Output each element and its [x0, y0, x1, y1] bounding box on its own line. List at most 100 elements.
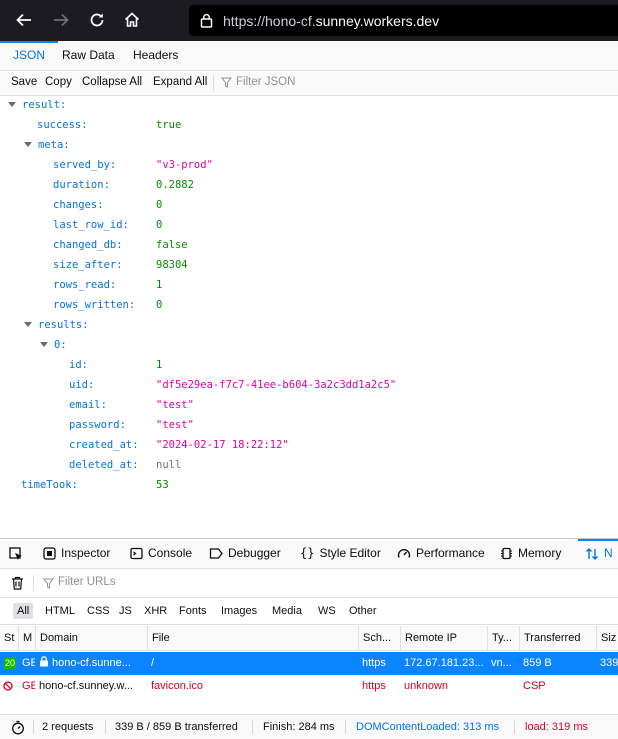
tree-row-success[interactable]: success:true — [37, 115, 337, 135]
tab-style-editor[interactable]: {}Style Editor — [300, 539, 381, 568]
table-row[interactable]: 20 GE hono-cf.sunne... / https 172.67.18… — [0, 652, 618, 675]
network-filter-bar: Filter URLs — [0, 569, 618, 598]
json-value: 1 — [156, 279, 163, 291]
column-size[interactable]: Siz — [596, 626, 618, 650]
expand-all-button[interactable]: Expand All — [153, 76, 208, 88]
type-filter-media[interactable]: Media — [272, 605, 302, 617]
type-filter-all[interactable]: All — [13, 603, 34, 619]
status-badge: 20 — [4, 657, 17, 669]
status-cell: 20 — [4, 652, 18, 675]
home-button[interactable] — [120, 8, 144, 32]
blocked-icon — [3, 681, 13, 691]
tab-console[interactable]: Console — [130, 539, 192, 568]
back-arrow-icon — [16, 13, 31, 27]
tree-row-served-by[interactable]: served_by:"v3-prod" — [53, 155, 353, 175]
trash-icon[interactable] — [11, 576, 24, 590]
tree-row-results[interactable]: results: — [24, 315, 89, 335]
copy-button[interactable]: Copy — [45, 76, 72, 88]
url-domain: sunney.workers.dev — [315, 13, 440, 29]
table-row[interactable]: GE hono-cf.sunney.w... favicon.ico https… — [0, 675, 618, 698]
tree-row-meta[interactable]: meta: — [24, 135, 70, 155]
inspector-icon — [43, 547, 56, 560]
type-filter-js[interactable]: JS — [119, 605, 132, 617]
json-value: "test" — [156, 419, 194, 431]
tree-row-last-row-id[interactable]: last_row_id:0 — [53, 215, 353, 235]
type-filter-ws[interactable]: WS — [318, 605, 336, 617]
url-prefix: https://hono-cf. — [223, 13, 316, 29]
forward-button[interactable] — [49, 8, 73, 32]
tab-memory[interactable]: Memory — [500, 539, 561, 568]
lock-icon — [40, 656, 48, 667]
pick-element-button[interactable] — [9, 539, 23, 568]
tree-row-duration[interactable]: duration:0.2882 — [53, 175, 353, 195]
column-type[interactable]: Ty... — [487, 626, 519, 650]
json-key: password: — [69, 419, 126, 431]
column-remote-ip[interactable]: Remote IP — [400, 626, 487, 650]
tree-row-changes[interactable]: changes:0 — [53, 195, 353, 215]
column-transferred[interactable]: Transferred — [519, 626, 596, 650]
json-value: 1 — [156, 359, 163, 371]
tab-network[interactable]: N — [578, 539, 618, 568]
type-filter-css[interactable]: CSS — [87, 605, 110, 617]
collapse-all-button[interactable]: Collapse All — [82, 76, 143, 88]
filter-urls-input[interactable]: Filter URLs — [58, 576, 116, 588]
tree-row-rows-read[interactable]: rows_read:1 — [53, 275, 353, 295]
json-key: success: — [37, 119, 88, 131]
tab-label: Memory — [518, 546, 562, 560]
column-method[interactable]: M — [18, 626, 35, 650]
tree-row-password[interactable]: password: "test" — [69, 415, 469, 435]
tree-row-index-0[interactable]: 0: — [40, 335, 67, 355]
json-key: 0: — [54, 339, 67, 351]
column-domain[interactable]: Domain — [35, 626, 147, 650]
type-filter-fonts[interactable]: Fonts — [179, 605, 207, 617]
tree-row-timetook[interactable]: timeTook:53 — [21, 475, 321, 495]
tree-row-email[interactable]: email:"test" — [69, 395, 469, 415]
back-button[interactable] — [12, 8, 36, 32]
column-status[interactable]: St — [4, 632, 15, 644]
status-divider — [252, 720, 253, 734]
filter-icon — [221, 77, 232, 88]
column-scheme[interactable]: Sch... — [358, 626, 400, 650]
status-divider — [514, 720, 515, 734]
tree-row-size-after[interactable]: size_after: 98304 — [53, 255, 353, 275]
type-filter-html[interactable]: HTML — [45, 605, 75, 617]
stopwatch-icon[interactable] — [11, 720, 25, 735]
tree-row-uid[interactable]: uid:"df5e29ea-f7c7-41ee-b604-3a2c3dd1a2c… — [69, 375, 469, 395]
column-file[interactable]: File — [147, 626, 358, 650]
lock-icon — [200, 13, 213, 28]
performance-gauge-icon — [397, 549, 411, 559]
reload-icon — [90, 13, 104, 27]
json-value: 98304 — [156, 259, 188, 271]
tree-row-deleted-at[interactable]: deleted_at:null — [69, 455, 469, 475]
json-key: changed_db: — [53, 239, 123, 251]
transferred-cell: 859 B — [523, 657, 552, 669]
url-bar[interactable]: https://hono-cf.sunney.workers.dev — [189, 5, 618, 36]
remote-ip-cell: unknown — [404, 680, 449, 692]
json-value: "test" — [156, 399, 194, 411]
type-filter-xhr[interactable]: XHR — [144, 605, 168, 617]
tab-inspector[interactable]: Inspector — [43, 539, 110, 568]
json-key: timeTook: — [21, 479, 78, 491]
type-filter-other[interactable]: Other — [349, 605, 377, 617]
tree-row-created-at[interactable]: created_at:"2024-02-17 18:22:12" — [69, 435, 469, 455]
tree-row-id[interactable]: id:1 — [69, 355, 469, 375]
filter-json-input[interactable]: Filter JSON — [236, 76, 296, 88]
json-key: result: — [22, 99, 67, 111]
memory-chip-icon — [501, 548, 512, 560]
tab-debugger[interactable]: Debugger — [209, 539, 281, 568]
tree-row-changed-db[interactable]: changed_db:false — [53, 235, 353, 255]
tree-row-result[interactable]: result: — [8, 95, 66, 115]
tree-row-rows-written[interactable]: rows_written:0 — [53, 295, 353, 315]
transferred-summary: 339 B / 859 B transferred — [115, 721, 238, 733]
tab-raw-data[interactable]: Raw Data — [62, 48, 115, 62]
json-key: size_after: — [53, 259, 123, 271]
tab-performance[interactable]: Performance — [397, 539, 485, 568]
remote-ip-cell: 172.67.181.23... — [404, 657, 484, 669]
expanded-twisty-icon — [8, 101, 16, 107]
json-value: 0 — [156, 299, 163, 311]
reload-button[interactable] — [85, 8, 109, 32]
type-filter-images[interactable]: Images — [221, 605, 258, 617]
tab-headers[interactable]: Headers — [133, 48, 179, 62]
save-button[interactable]: Save — [11, 76, 38, 88]
tab-json[interactable]: JSON — [0, 41, 59, 70]
